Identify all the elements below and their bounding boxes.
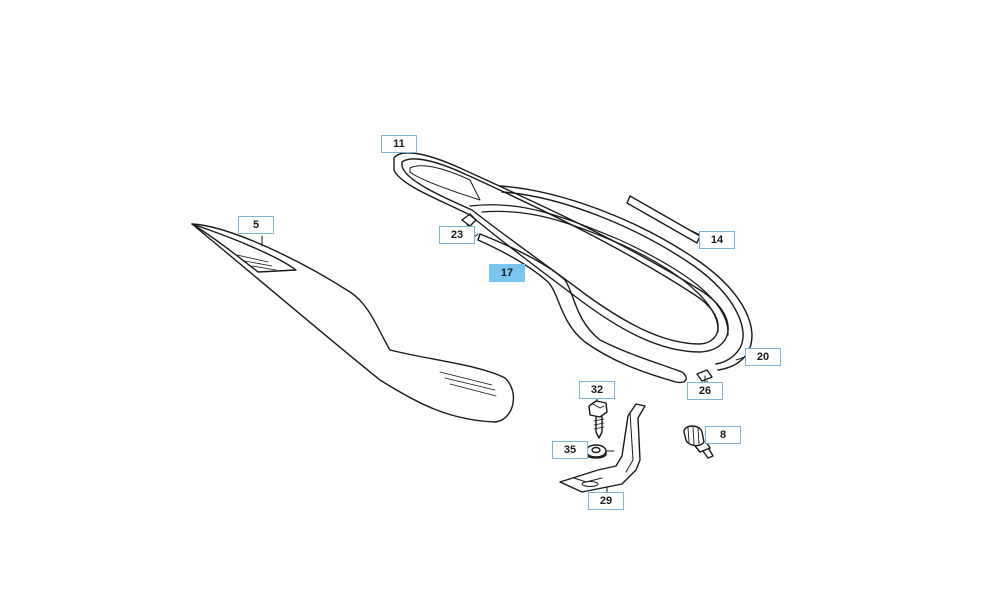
callout-35[interactable]: 35	[552, 441, 588, 459]
callout-23[interactable]: 23	[439, 226, 475, 244]
callout-32[interactable]: 32	[579, 381, 615, 399]
callout-20[interactable]: 20	[745, 348, 781, 366]
hex-screw-part	[588, 394, 608, 439]
callout-29[interactable]: 29	[588, 492, 624, 510]
callout-14[interactable]: 14	[699, 231, 735, 249]
callout-26[interactable]: 26	[687, 382, 723, 400]
outer-molding-part	[499, 185, 753, 371]
callout-5[interactable]: 5	[238, 216, 274, 234]
seal-strip-part	[626, 195, 705, 244]
window-frame-seal-part	[393, 152, 729, 353]
callout-17[interactable]: 17	[489, 264, 525, 282]
inner-trim-strip-part	[477, 233, 687, 384]
callout-11[interactable]: 11	[381, 135, 417, 153]
callout-8[interactable]: 8	[705, 426, 741, 444]
bracket-part	[559, 403, 646, 494]
window-glass-part	[191, 223, 514, 423]
washer-part	[585, 444, 607, 459]
